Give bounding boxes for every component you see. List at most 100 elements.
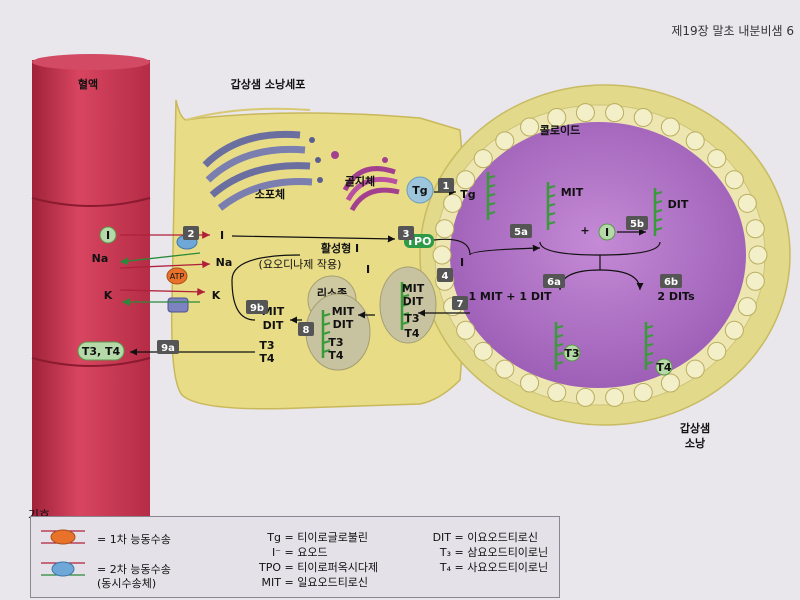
strand-tick xyxy=(322,322,331,326)
label-tg-2: Tg xyxy=(460,188,475,201)
endoplasmic-reticulum: 소포체 xyxy=(202,130,323,211)
label-atp: ATP xyxy=(170,272,185,281)
dit-endosome: DIT xyxy=(403,295,424,308)
strand-tick xyxy=(322,313,331,317)
legend-def-row: T₃ = 삼요오드티이로닌 xyxy=(401,544,548,560)
legend-def-key: MIT xyxy=(261,576,281,589)
label-iodinase: (요오디나제 작용) xyxy=(259,258,342,271)
step-label-6a: 6a xyxy=(547,277,561,288)
strand-tick xyxy=(654,191,663,195)
legend-def-row: T₄ = 사요오드티이로닌 xyxy=(401,559,548,575)
legend-def-value: = 요오드 xyxy=(281,546,328,559)
follicle-cell xyxy=(520,117,540,137)
follicle-cell xyxy=(724,320,744,340)
follicle-cell xyxy=(633,383,653,403)
step-badge-1 xyxy=(438,178,454,192)
strand-tick xyxy=(547,212,556,216)
follicle-cell xyxy=(547,107,567,127)
legend-primary: = 1차 능동수송 xyxy=(97,533,171,546)
k-channel-icon xyxy=(167,297,189,313)
blood-vessel xyxy=(31,54,151,520)
strand-tick xyxy=(487,202,496,206)
legend-def-key: T₃ xyxy=(439,546,451,559)
follicle-cell xyxy=(495,131,515,151)
strand-tick xyxy=(487,184,496,188)
legend-def-row: MIT = 일요오드티로신 xyxy=(231,574,369,590)
strand-tick xyxy=(487,193,496,197)
step-label-2: 2 xyxy=(188,229,195,240)
label-follicle-1: 갑상샘 xyxy=(680,421,710,435)
legend-secondary-sub: (동시수송체) xyxy=(97,577,157,590)
step-badge-6a xyxy=(543,274,565,288)
strand-tick xyxy=(322,331,331,335)
step-label-3: 3 xyxy=(403,229,410,240)
label-active-iodide: 활성형 I xyxy=(321,241,359,255)
na-blood: Na xyxy=(92,252,109,265)
step-badge-5a xyxy=(510,224,532,238)
follicle-cell xyxy=(432,245,452,265)
strand-tick xyxy=(547,194,556,198)
legend-def-key: I⁻ xyxy=(271,546,281,559)
legend-def-key: DIT xyxy=(432,531,451,544)
strand-tick xyxy=(547,185,556,189)
follicle-cell xyxy=(473,149,493,169)
legend-def-key: T₄ xyxy=(439,561,451,574)
strand-tick xyxy=(487,175,496,179)
t3-9a: T3 xyxy=(259,339,274,352)
iodide-recycle: I xyxy=(366,263,370,276)
strand-tick xyxy=(547,221,556,225)
follicle-cell xyxy=(605,103,625,123)
legend-def-key: Tg xyxy=(267,531,281,544)
follicle-cell xyxy=(495,359,515,379)
legend-icons xyxy=(41,529,85,577)
label-cell: 갑상샘 소낭세포 xyxy=(231,77,306,91)
strand-tick xyxy=(555,325,564,329)
follicle-cell xyxy=(456,170,476,190)
follicle-cell xyxy=(724,170,744,190)
iodide-colloid: I xyxy=(460,256,464,269)
legend-def-row: Tg = 티이로글로불린 xyxy=(231,529,368,545)
k-blood: K xyxy=(104,289,113,302)
step-badge-4 xyxy=(437,268,453,282)
iodide-cell: I xyxy=(220,229,224,242)
follicle-cell xyxy=(435,219,455,239)
step-badge-8 xyxy=(298,322,314,336)
legend-def-value: = 티이로퍼옥시다제 xyxy=(281,561,379,574)
step-label-9b: 9b xyxy=(250,303,264,314)
strand-tick xyxy=(645,334,654,338)
na-cell: Na xyxy=(216,256,233,269)
mit-lysosome: MIT xyxy=(332,305,355,318)
follicle-cell xyxy=(473,341,493,361)
label-tg-1: Tg xyxy=(412,184,427,197)
strand-tick xyxy=(654,200,663,204)
legend-def-row: TPO = 티이로퍼옥시다제 xyxy=(231,559,378,575)
follicle-cell xyxy=(707,149,727,169)
step-label-4: 4 xyxy=(442,271,449,282)
strand-tick xyxy=(654,218,663,222)
strand-tick xyxy=(401,321,410,325)
thyroglobulin-chains xyxy=(321,172,663,370)
dit-9b: DIT xyxy=(263,319,284,332)
follicle-cell xyxy=(520,373,540,393)
step-badge-2 xyxy=(183,226,199,240)
legend-secondary: = 2차 능동수송 xyxy=(97,563,171,576)
follicle-cell xyxy=(547,383,567,403)
strand-tick xyxy=(645,352,654,356)
legend-def-row: I⁻ = 요오드 xyxy=(231,544,328,560)
strand-tick xyxy=(555,343,564,347)
strand-tick xyxy=(487,211,496,215)
t4-9a: T4 xyxy=(259,352,275,365)
iodide-blood: I xyxy=(106,229,110,242)
step-label-1: 1 xyxy=(443,181,450,192)
strand-tick xyxy=(401,285,410,289)
follicle-cell-ring xyxy=(432,103,768,407)
k-cell: K xyxy=(212,289,221,302)
t3-colloid: T3 xyxy=(564,347,579,360)
strand-tick xyxy=(645,343,654,347)
follicle-cell xyxy=(748,245,768,265)
strand-tick xyxy=(401,294,410,298)
colloid-contents: 콜로이드 MIT DIT + I 1 MIT + 1 DIT 2 DITs T3… xyxy=(418,123,710,450)
mit-label-top: MIT xyxy=(561,186,584,199)
